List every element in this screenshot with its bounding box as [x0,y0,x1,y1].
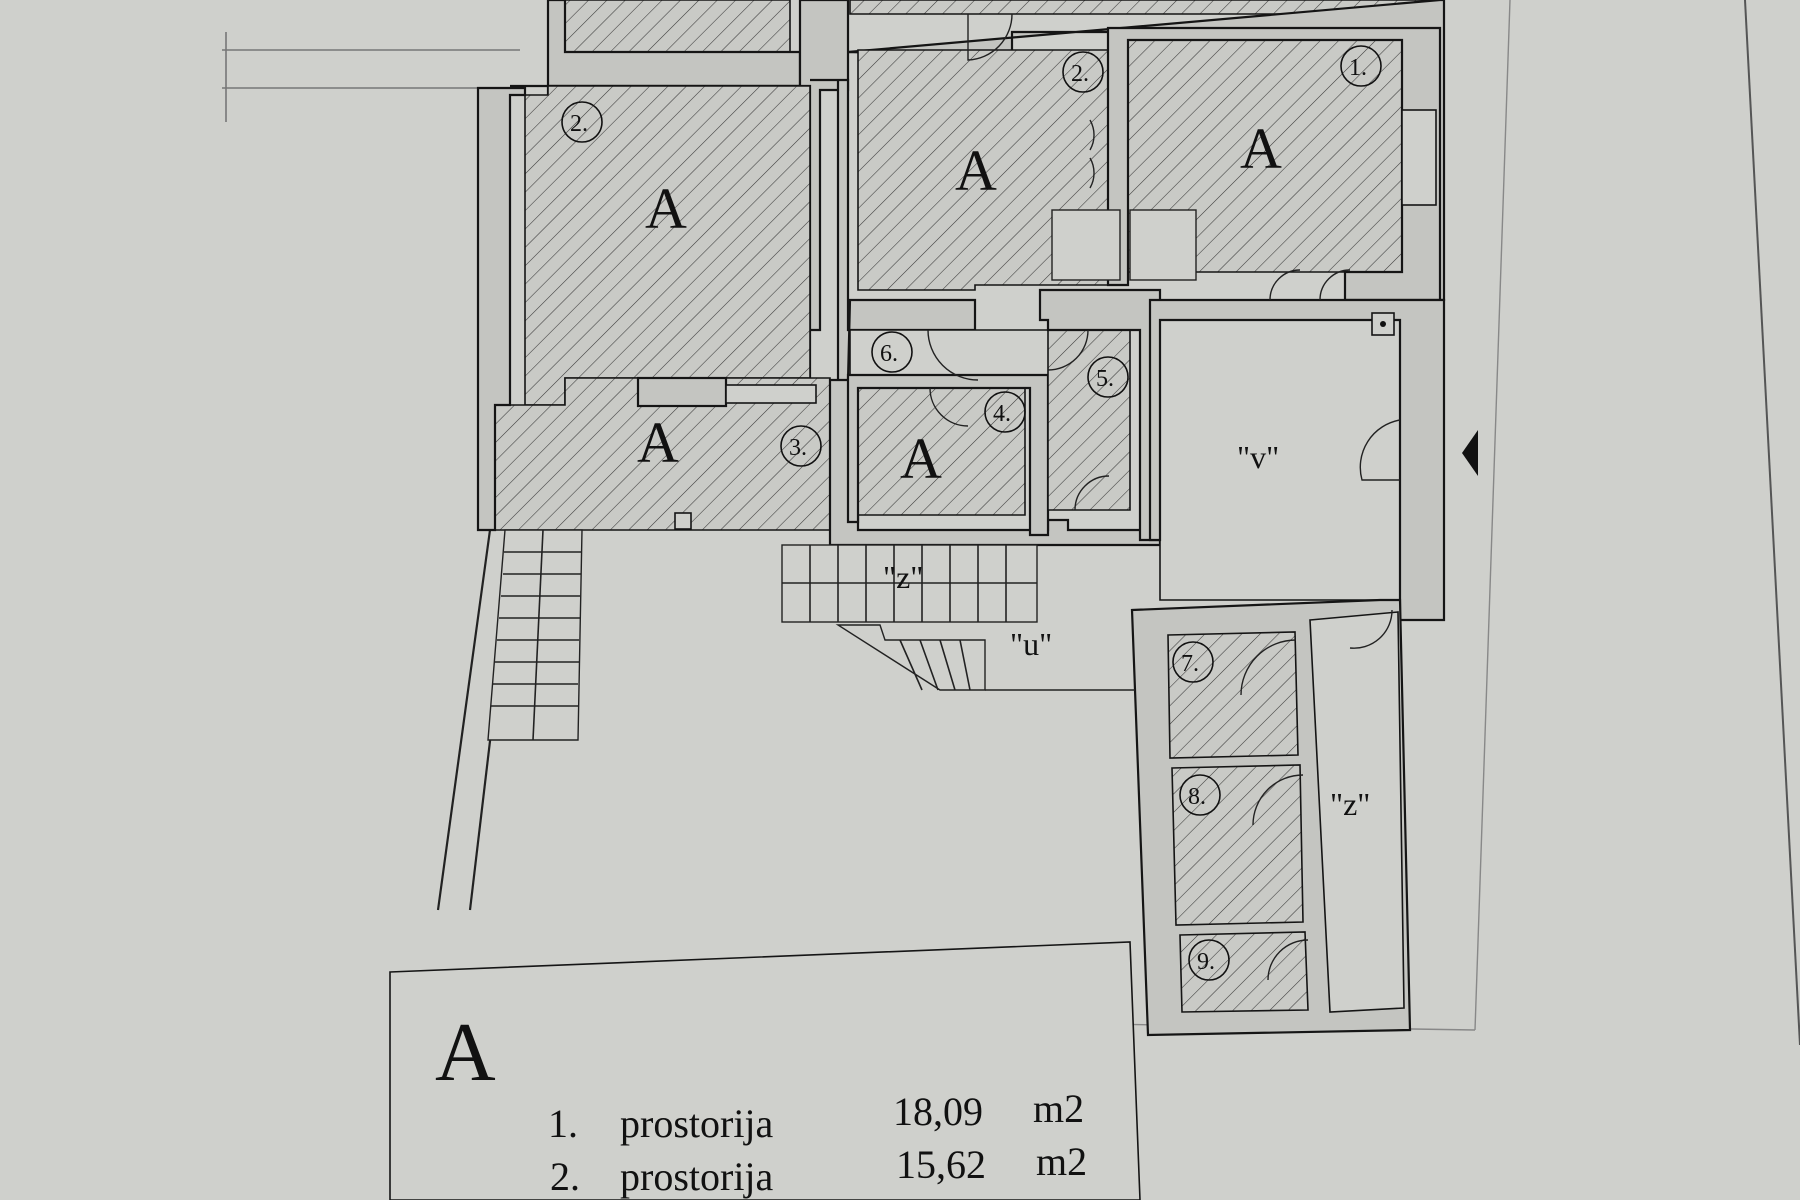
door-swing [1269,269,1351,301]
small-fixture-dot [1380,321,1386,327]
area-label: A [955,138,997,203]
room-number-6: 6. [871,331,913,373]
wall-left-room3 [476,86,527,532]
svg-text:7.: 7. [1181,651,1199,677]
boundary-line [436,529,492,911]
legend-title: A [435,1006,496,1099]
door-swing [1267,939,1309,981]
zone-label-v: "v" [1237,439,1279,475]
room-number-8: 8. [1179,774,1221,816]
wall-vestibule [1148,298,1446,622]
room-8 [1171,764,1304,926]
room-number-4: 4. [984,391,1026,433]
wall-piece [636,376,728,408]
entrance-arrow-icon [1462,430,1478,476]
svg-text:4.: 4. [993,401,1011,427]
area-label: A [637,410,679,475]
svg-text:8.: 8. [1188,784,1206,810]
legend-row-value: 18,09 [893,1089,983,1134]
stair-u [835,624,1135,691]
legend-row-name: prostorija [620,1154,774,1199]
door-swing [1252,774,1304,826]
small-box [674,512,692,530]
room-number-1: 1. [1340,45,1382,87]
area-label: A [1240,116,1282,181]
door-swing [929,387,969,427]
room-7 [1167,631,1299,759]
zone-label-z-right: "z" [1330,786,1370,822]
door-swing [1089,119,1095,189]
legend-row-unit: m2 [1036,1139,1087,1184]
annex-corridor [1309,611,1405,1013]
room-top-left [564,0,791,53]
legend-row-num: 2. [550,1154,580,1199]
sheet-edge [1744,0,1800,1046]
wall-room1 [1106,26,1442,302]
legend-row-name: prostorija [620,1101,774,1146]
door-swing [1240,639,1297,696]
sheet-overlay-edge [1474,0,1511,1031]
svg-text:2.: 2. [1071,61,1089,87]
legend-row-value: 15,62 [896,1142,986,1187]
door-swing [1359,419,1401,481]
stair-block [1129,209,1197,281]
stair-left [487,529,583,741]
room-2-left-floor [524,85,811,406]
window-piece [725,384,817,404]
zone-label-z-upper: "z" [883,559,923,595]
window-room1 [1401,109,1437,206]
area-label: A [900,426,942,491]
room-number-2-mid: 2. [1062,51,1104,93]
svg-text:2.: 2. [570,111,588,137]
legend-row-num: 1. [548,1101,578,1146]
svg-text:9.: 9. [1197,949,1215,975]
room-number-5: 5. [1087,356,1129,398]
zone-label-u: "u" [1010,626,1052,662]
door-swing [927,329,979,381]
door-swing [1349,609,1393,649]
svg-text:5.: 5. [1096,366,1114,392]
svg-text:3.: 3. [789,435,807,461]
svg-text:1.: 1. [1349,55,1367,81]
room-9 [1179,931,1309,1013]
svg-text:6.: 6. [880,341,898,367]
door-swing [967,13,1013,61]
door-swing [1074,475,1110,511]
stair-z [781,544,1038,623]
room-number-7: 7. [1172,641,1214,683]
stair-block [1051,209,1121,281]
legend-row-unit: m2 [1033,1086,1084,1131]
vestibule [1159,319,1401,601]
legend: A 1. prostorija 18,09 m2 2. prostorija 1… [389,941,1141,1200]
area-label: A [645,176,687,241]
room-number-9: 9. [1188,939,1230,981]
room-number-3: 3. [780,425,822,467]
door-swing [1047,329,1089,371]
room-number-2-left: 2. [561,101,603,143]
